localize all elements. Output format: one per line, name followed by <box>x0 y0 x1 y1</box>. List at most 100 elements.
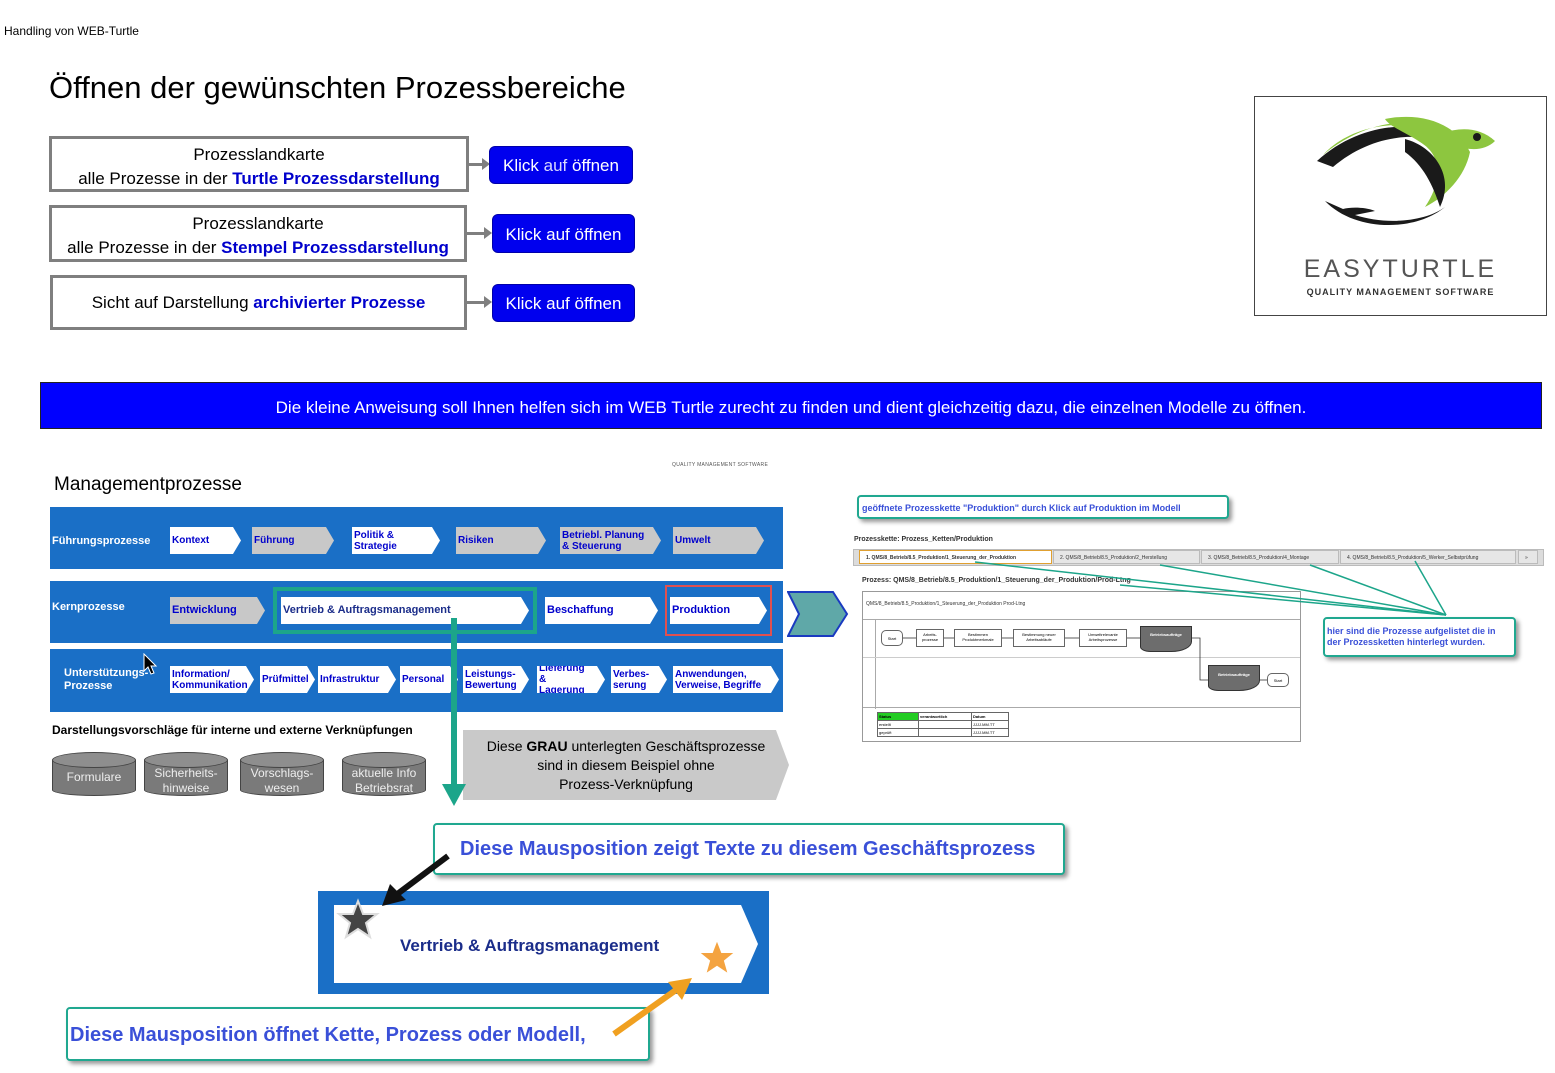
chev-information[interactable]: Information/ Kommunikation <box>170 666 254 693</box>
status-r0c0: erstellt <box>877 720 919 729</box>
zoom-vertrieb-chevron[interactable] <box>334 905 758 983</box>
status-r0c1 <box>918 720 972 729</box>
doc-betriebsauftraege-1[interactable]: Betriebsaufträge <box>1140 626 1192 652</box>
chain-label: Prozesskette: Prozess_Ketten/Produktion <box>854 536 993 543</box>
callout-mouse-open: Diese Mausposition öffnet Kette, Prozess… <box>66 1007 650 1061</box>
row-archive-description: Sicht auf Darstellung archivierter Proze… <box>50 275 467 330</box>
grau-bold: GRAU <box>526 738 568 754</box>
row-stempel-line2-prefix: alle Prozesse in der <box>67 238 222 257</box>
open-archive-button[interactable]: Klick auf öffnen <box>492 284 635 322</box>
band-kern-label: Kernprozesse <box>52 601 125 613</box>
grau-note: Diese GRAU unterlegten Geschäftsprozesse… <box>463 730 789 800</box>
status-h2: Datum <box>971 712 1009 721</box>
produktion-highlight <box>665 585 772 636</box>
cyl-vorschlag[interactable]: Vorschlags-wesen <box>240 752 324 800</box>
cyl-vorschlag-label: Vorschlags-wesen <box>250 766 314 795</box>
step-produktmerkmale[interactable]: Bestimmen Produktmerkmale <box>954 629 1002 647</box>
teal-down-arrow <box>442 618 466 806</box>
chev-personal[interactable]: Personal <box>400 666 458 693</box>
process-label: Prozess: QMS/8_Betrieb/8.5_Produktion/1_… <box>862 577 1131 584</box>
band-fuehrung-label: Führungsprozesse <box>52 535 151 547</box>
diagram-header: QMS/8_Betrieb/8.5_Produktion/1_Steuerung… <box>866 601 1026 607</box>
grau-prefix: Diese <box>486 738 527 754</box>
row-archive-bold: archivierter Prozesse <box>253 293 426 312</box>
orange-star-icon <box>695 936 739 978</box>
chev-lieferung[interactable]: Lieferung & Lagerung <box>537 666 605 693</box>
callout-chain-opened: geöffnete Prozesskette "Produktion" durc… <box>857 495 1229 519</box>
row-archive-prefix: Sicht auf Darstellung <box>91 293 254 312</box>
grau-rest: unterlegten Geschäftsprozesse <box>567 738 766 754</box>
cyl-sicherheit[interactable]: Sicherheits-hinweise <box>144 752 228 800</box>
map-title: Managementprozesse <box>54 474 242 495</box>
status-r0c2: JJJJ.MM.TT <box>971 720 1009 729</box>
chev-politik[interactable]: Politik & Strategie <box>352 527 440 554</box>
chain-tab-4[interactable]: 4. QMS/8_Betrieb/8.5_Produktion/5_Werker… <box>1340 550 1516 564</box>
step-arbeitsprozesse[interactable]: Arbeits-prozesse <box>916 629 944 647</box>
chev-vertrieb[interactable]: Vertrieb & Auftragsmanagement <box>281 597 529 624</box>
chain-tab-3[interactable]: 3. QMS/8_Betrieb/8.5_Produktion/4_Montag… <box>1201 550 1339 564</box>
chev-beschaffung[interactable]: Beschaffung <box>545 597 658 624</box>
step-arbeitsablaeufe[interactable]: Bestimmung neuer Arbeitsabläufe <box>1013 629 1065 647</box>
tab-pointer-lines <box>974 560 1447 616</box>
status-h1: verantwortlich <box>918 712 972 721</box>
logo-wordmark: EASYTURTLE <box>1303 255 1498 283</box>
callout-mouse-text: Diese Mausposition zeigt Texte zu diesem… <box>433 823 1065 875</box>
chev-anwendungen[interactable]: Anwendungen, Verweise, Begriffe <box>673 666 779 693</box>
dark-star-icon <box>336 898 380 940</box>
mouse-cursor-icon <box>143 653 158 675</box>
step-end[interactable]: Start <box>1267 673 1289 687</box>
step-start[interactable]: Start <box>881 630 903 646</box>
chev-produktion[interactable]: Produktion <box>670 597 767 624</box>
row-turtle-line1: Prozesslandkarte <box>193 145 325 164</box>
row-stempel-line1: Prozesslandkarte <box>192 214 324 233</box>
doc-betriebsauftraege-2[interactable]: Betriebsaufträge <box>1208 665 1260 691</box>
chev-entwicklung: Entwicklung <box>170 597 265 624</box>
open-turtle-button[interactable]: Klick auf öffnen <box>489 146 633 184</box>
grau-note-line2: sind in diesem Beispiel ohne <box>537 757 715 773</box>
status-r1c1 <box>918 728 972 737</box>
turtle-icon <box>1317 116 1495 226</box>
open-turtle-label-3: öffnen <box>567 156 619 175</box>
row-archive-arrow <box>467 296 492 308</box>
row-turtle-line2-prefix: alle Prozesse in der <box>78 169 233 188</box>
cyl-betriebsrat-label: aktuelle Info Betriebsrat <box>351 766 417 795</box>
cyl-formulare[interactable]: Formulare <box>52 752 136 800</box>
chev-planung: Betriebl. Planung & Steuerung <box>560 527 661 554</box>
chev-infrastruktur[interactable]: Infrastruktur <box>318 666 396 693</box>
cyl-betriebsrat[interactable]: aktuelle Info Betriebsrat <box>342 752 426 800</box>
zoom-vertrieb-label: Vertrieb & Auftragsmanagement <box>400 936 660 955</box>
black-arrow <box>382 853 450 906</box>
breadcrumb: Handling von WEB-Turtle <box>4 24 139 38</box>
chain-tab-1[interactable]: 1. QMS/8_Betrieb/8.5_Produktion/1_Steuer… <box>859 550 1052 564</box>
step-umwelt[interactable]: Umweltrelevante Arbeitsprozesse <box>1079 629 1127 647</box>
map-tiny-header: QUALITY MANAGEMENT SOFTWARE <box>672 462 769 468</box>
cyl-formulare-label: Formulare <box>66 770 122 784</box>
easyturtle-logo: EASYTURTLE QUALITY MANAGEMENT SOFTWARE <box>1254 96 1547 316</box>
callout-processes-listed: hier sind die Prozesse aufgelistet die i… <box>1323 617 1516 657</box>
chev-risiken: Risiken <box>456 527 546 554</box>
process-diagram: QMS/8_Betrieb/8.5_Produktion/1_Steuerung… <box>862 591 1301 742</box>
logo-tagline: QUALITY MANAGEMENT SOFTWARE <box>1306 287 1495 297</box>
band-unterstuetzung-label: Unterstützungs-Prozesse <box>64 667 149 692</box>
chev-pruefmittel[interactable]: Prüfmittel <box>260 666 315 693</box>
row-stempel-line2-bold: Stempel Prozessdarstellung <box>221 238 449 257</box>
chain-tab-2[interactable]: 2. QMS/8_Betrieb/8.5_Produktion/2_Herste… <box>1053 550 1200 564</box>
row-turtle-line2: alle Prozesse in der Turtle Prozessdarst… <box>52 167 466 191</box>
status-h0: Status <box>877 712 919 721</box>
grau-note-line1: Diese GRAU unterlegten Geschäftsprozesse <box>463 737 789 756</box>
row-turtle-line2-bold: Turtle Prozessdarstellung <box>232 169 440 188</box>
diagram-connectors <box>903 637 1267 681</box>
status-table: Status verantwortlich Datum erstellt JJJ… <box>877 712 1009 737</box>
open-stempel-button[interactable]: Klick auf öffnen <box>492 214 635 253</box>
chev-leistungsbewertung[interactable]: Leistungs-Bewertung <box>463 666 529 693</box>
page-title: Öffnen der gewünschten Prozessbereiche <box>49 70 626 105</box>
grau-note-line3: Prozess-Verknüpfung <box>559 776 693 792</box>
row-stempel-description: Prozesslandkarte alle Prozesse in der St… <box>49 205 467 262</box>
chev-kontext[interactable]: Kontext <box>170 527 241 554</box>
open-turtle-label-2: auf <box>543 156 568 175</box>
chain-tab-more[interactable]: » <box>1518 550 1538 564</box>
links-title: Darstellungsvorschläge für interne und e… <box>52 723 413 737</box>
chev-verbesserung[interactable]: Verbes-serung <box>611 666 667 693</box>
vertrieb-highlight <box>273 587 537 634</box>
status-r1c0: geprüft <box>877 728 919 737</box>
